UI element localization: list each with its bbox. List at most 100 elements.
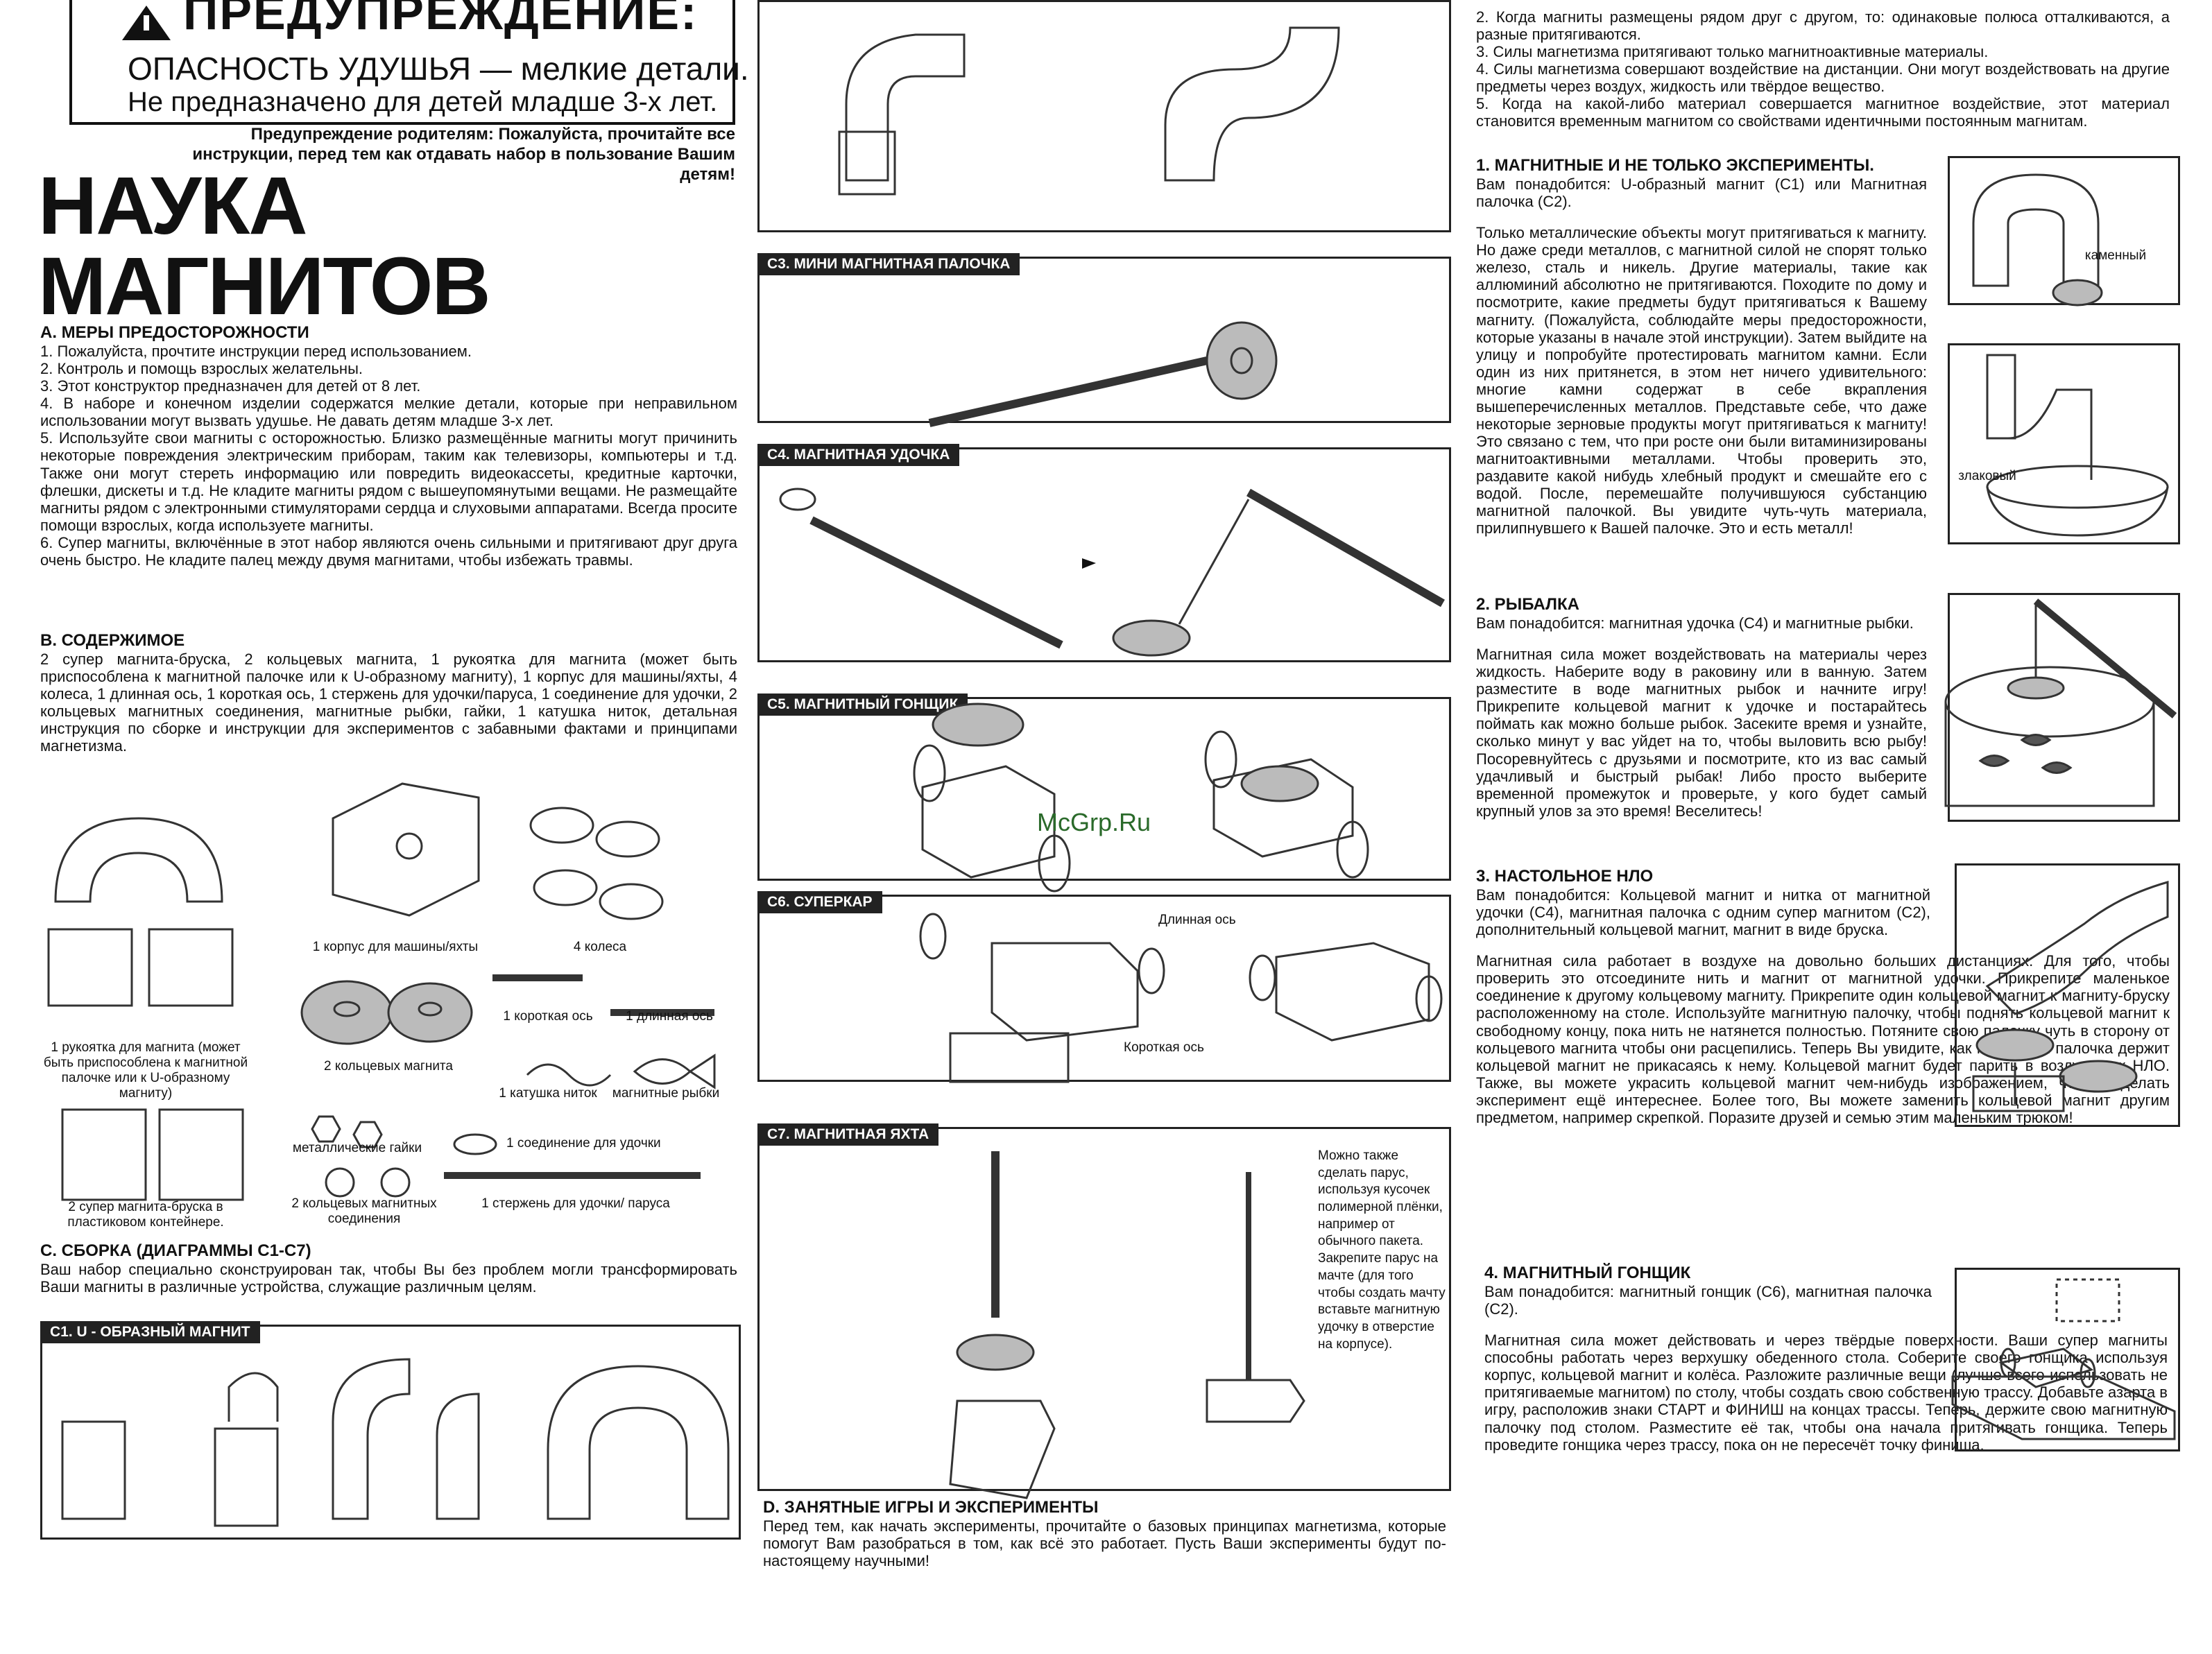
rod-label: 1 стержень для удочки/ паруса <box>481 1196 670 1211</box>
fish-illustration <box>633 1053 716 1089</box>
exp1-need: Вам понадобится: U-образный магнит (С1) … <box>1476 175 1927 211</box>
diagram-c7-title: С7. МАГНИТНАЯ ЯХТА <box>757 1123 939 1146</box>
diagram-c6-illustration <box>919 913 1443 1083</box>
ufo-panel <box>1955 863 2180 1127</box>
parent-warning: Предупреждение родителям: Пожалуйста, пр… <box>192 125 735 184</box>
diagram-c5-panel <box>757 697 1451 881</box>
exp2-text: Магнитная сила может воздействовать на м… <box>1476 646 1927 820</box>
body-label: 1 корпус для машины/яхты <box>312 940 479 954</box>
warning-line-2: Не предназначено для детей младше 3-х ле… <box>128 87 718 117</box>
diagram-c1-panel <box>40 1325 741 1540</box>
section-a-item: 5. Используйте свои магниты с осторожнос… <box>40 429 737 534</box>
ufo-illustration <box>1972 881 2169 1112</box>
nuts-label: металлические гайки <box>292 1141 422 1155</box>
racer-panel <box>1955 1268 2180 1451</box>
cereal-experiment-panel <box>1948 343 2180 544</box>
experiment-3: 3. НАСТОЛЬНОЕ НЛО Вам понадобится: Кольц… <box>1476 867 2170 1126</box>
wheels-illustration <box>529 807 664 920</box>
thread-label: 1 катушка ниток <box>499 1086 597 1101</box>
main-title: НАУКА МАГНИТОВ <box>38 160 491 327</box>
diagram-c7-panel <box>757 1127 1451 1491</box>
experiment-2: 2. РЫБАЛКА Вам понадобится: магнитная уд… <box>1476 595 1927 820</box>
exp1-heading: 1. МАГНИТНЫЕ И НЕ ТОЛЬКО ЭКСПЕРИМЕНТЫ. <box>1476 156 1874 175</box>
axles-illustration <box>492 974 714 1016</box>
handle-label: 1 рукоятка для магнита (может быть присп… <box>43 1040 248 1101</box>
exp4-need: Вам понадобится: магнитный гонщик (С6), … <box>1484 1283 1932 1318</box>
section-d-text: Перед тем, как начать эксперименты, проч… <box>763 1517 1446 1570</box>
diagram-c5-title: С5. МАГНИТНЫЙ ГОНЩИК <box>757 694 968 716</box>
diagram-c1-illustration <box>61 1358 730 1527</box>
exp3-need: Вам понадобится: Кольцевой магнит и нитк… <box>1476 886 1930 939</box>
nuts-illustration <box>311 1115 383 1148</box>
experiment-1: 1. МАГНИТНЫЕ И НЕ ТОЛЬКО ЭКСПЕРИМЕНТЫ. В… <box>1476 156 1927 537</box>
section-a-item: 3. Этот конструктор предназначен для дет… <box>40 377 421 395</box>
fishing-illustration <box>1944 598 2177 807</box>
warning-line-1: ОПАСНОСТЬ УДУШЬЯ — мелкие детали. <box>128 51 749 87</box>
diagram-c3-illustration <box>928 321 1278 427</box>
principle-item: 3. Силы магнетизма притягивают только ма… <box>1476 43 1989 61</box>
diagram-c1-title: С1. U - ОБРАЗНЫЙ МАГНИТ <box>40 1321 260 1343</box>
bars-label: 2 супер магнита-бруска в пластиковом кон… <box>67 1200 224 1230</box>
exp4-heading: 4. МАГНИТНЫЙ ГОНЩИК <box>1484 1264 1691 1282</box>
exp4-text: Магнитная сила может действовать и через… <box>1484 1332 2168 1454</box>
diagram-c2-panel <box>757 0 1451 232</box>
diagram-c6-panel <box>757 895 1451 1082</box>
mcgrp-watermark: McGrp.Ru <box>1037 808 1151 836</box>
car-body-illustration <box>332 782 480 917</box>
fish-label: магнитные рыбки <box>612 1086 720 1101</box>
racer-illustration <box>1951 1278 2176 1440</box>
handle-parts-illustration <box>47 817 234 1007</box>
principle-item: 4. Силы магнетизма совершают воздействие… <box>1476 60 2170 96</box>
diagram-c3-panel <box>757 257 1451 423</box>
warning-triangle-icon <box>122 6 171 40</box>
diagram-c7-illustration <box>949 1151 1305 1499</box>
long-axle-label: 1 длинная ось <box>626 1009 713 1024</box>
exp2-heading: 2. РЫБАЛКА <box>1476 595 1579 614</box>
experiment-4: 4. МАГНИТНЫЙ ГОНЩИК Вам понадобится: маг… <box>1484 1264 2178 1454</box>
section-a-item: 1. Пожалуйста, прочтите инструкции перед… <box>40 343 472 360</box>
section-b-heading: В. СОДЕРЖИМОЕ <box>40 631 185 650</box>
fishing-panel <box>1948 593 2180 822</box>
thread-illustration <box>526 1063 612 1087</box>
choking-warning-box: ПРЕДУПРЕЖДЕНИЕ: ОПАСНОСТЬ УДУШЬЯ — мелки… <box>69 0 749 125</box>
section-a: А. МЕРЫ ПРЕДОСТОРОЖНОСТИ 1. Пожалуйста, … <box>40 323 737 569</box>
stone-experiment-illustration <box>1972 173 2103 307</box>
short-axle-label: 1 короткая ось <box>503 1009 593 1024</box>
c7-sail-note: Можно также сделать парус, используя кус… <box>1318 1148 1446 1352</box>
exp3-heading: 3. НАСТОЛЬНОЕ НЛО <box>1476 867 1654 886</box>
rod-connector-illustration <box>453 1133 497 1155</box>
exp1-text: Только металлические объекты могут притя… <box>1476 224 1927 537</box>
ring-connectors-label: 2 кольцевых магнитных соединения <box>291 1196 437 1226</box>
rod-connector-label: 1 соединение для удочки <box>506 1136 661 1151</box>
section-b: В. СОДЕРЖИМОЕ 2 супер магнита-бруска, 2 … <box>40 631 737 755</box>
diagram-c6-title: С6. СУПЕРКАР <box>757 891 882 913</box>
section-c-heading: С. СБОРКА (ДИАГРАММЫ С1-С7) <box>40 1241 311 1260</box>
cereal-label: злаковый <box>1958 469 2016 483</box>
principles: 2. Когда магниты размещены рядом друг с … <box>1476 8 2170 130</box>
diagram-c2-illustration <box>838 26 1340 196</box>
section-c-text: Ваш набор специально сконструирован так,… <box>40 1261 737 1296</box>
short-axle-callout: Короткая ось <box>1124 1040 1204 1055</box>
section-a-item: 2. Контроль и помощь взрослых желательны… <box>40 360 363 378</box>
diagram-c3-title: С3. МИНИ МАГНИТНАЯ ПАЛОЧКА <box>757 253 1020 275</box>
principle-item: 2. Когда магниты размещены рядом друг с … <box>1476 8 2170 44</box>
bar-magnets-illustration <box>61 1108 244 1201</box>
warning-heading: ПРЕДУПРЕЖДЕНИЕ: <box>183 0 698 40</box>
section-a-heading: А. МЕРЫ ПРЕДОСТОРОЖНОСТИ <box>40 323 309 342</box>
section-c: С. СБОРКА (ДИАГРАММЫ С1-С7) Ваш набор сп… <box>40 1241 737 1295</box>
section-d-heading: D. ЗАНЯТНЫЕ ИГРЫ И ЭКСПЕРИМЕНТЫ <box>763 1498 1099 1517</box>
title-line-1: НАУКА <box>38 160 308 252</box>
diagram-c4-panel <box>757 447 1451 662</box>
wheels-label: 4 колеса <box>573 940 627 954</box>
diagram-c4-title: С4. МАГНИТНАЯ УДОЧКА <box>757 444 960 466</box>
rings-label: 2 кольцевых магнита <box>324 1059 453 1074</box>
diagram-c4-illustration <box>779 488 1445 657</box>
exp3-text: Магнитная сила работает в воздухе на дов… <box>1476 952 2170 1126</box>
section-a-item: 6. Супер магниты, включённые в этот набо… <box>40 533 737 569</box>
stone-label: каменный <box>2084 248 2147 263</box>
exp2-need: Вам понадобится: магнитная удочка (С4) и… <box>1476 614 1914 632</box>
cereal-experiment-illustration <box>1986 354 2169 537</box>
section-a-item: 4. В наборе и конечном изделии содержатс… <box>40 395 737 430</box>
diagram-c5-illustration <box>913 703 1369 893</box>
principle-item: 5. Когда на какой-либо материал совершае… <box>1476 95 2170 130</box>
